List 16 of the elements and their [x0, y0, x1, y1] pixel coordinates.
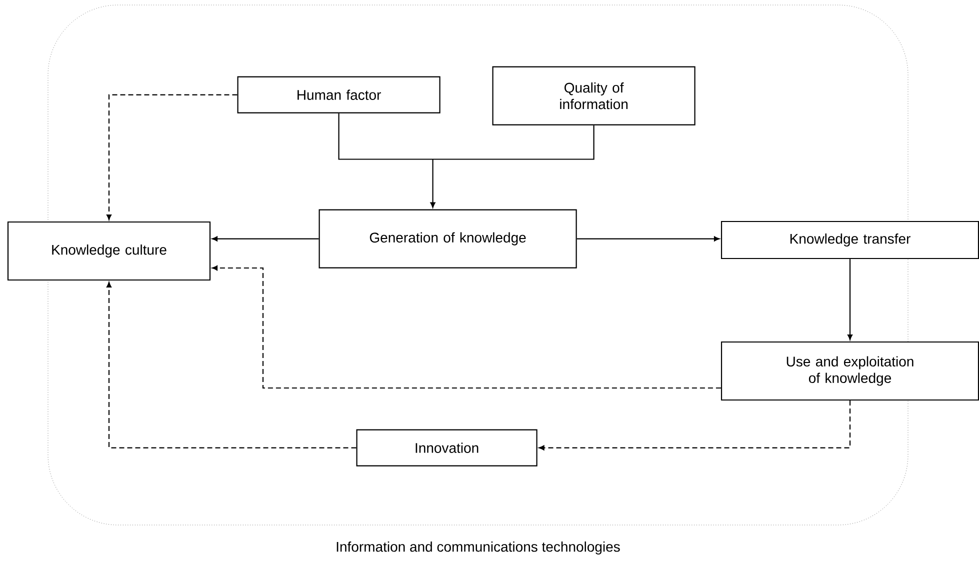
process-box: Use and exploitation of knowledge — [720, 341, 979, 401]
arrow — [338, 112, 594, 208]
process-box: Quality of information — [492, 66, 696, 126]
arrow — [212, 265, 721, 389]
arrow — [538, 400, 851, 450]
arrow — [106, 94, 238, 220]
boundary-label: Information and communications technologies — [336, 541, 620, 555]
process-box: Generation of knowledge — [318, 209, 577, 268]
arrow — [212, 236, 319, 242]
process-box: Human factor — [237, 76, 440, 114]
process-box: Knowledge culture — [7, 221, 211, 281]
process-box: Innovation — [356, 429, 538, 466]
arrow — [848, 259, 853, 340]
arrow — [576, 236, 720, 242]
process-box: Knowledge transfer — [720, 220, 979, 260]
arrow — [106, 282, 356, 448]
